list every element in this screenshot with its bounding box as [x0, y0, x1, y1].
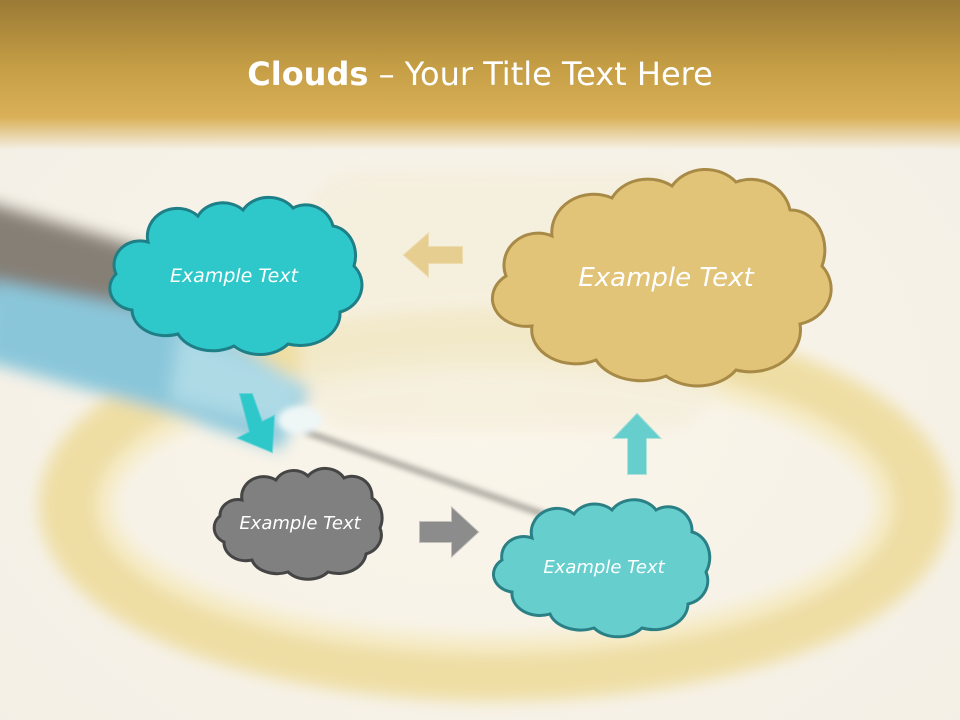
- cloud-bottom-right: Example Text: [492, 498, 712, 639]
- title-rest: – Your Title Text Here: [368, 55, 713, 93]
- cloud-top-left: Example Text: [108, 194, 364, 358]
- arrow-up-icon: [612, 412, 662, 476]
- cloud-bottom-left: Example Text: [212, 466, 384, 581]
- cloud-shape: [490, 167, 833, 388]
- arrow-left-icon: [402, 232, 464, 278]
- arrow-down-right-icon: [228, 390, 288, 454]
- title-bold: Clouds: [247, 55, 369, 93]
- cloud-shape: [212, 466, 384, 581]
- cloud-shape: [108, 195, 364, 357]
- cloud-label: Example Text: [169, 265, 299, 287]
- cloud-top-right: Example Text: [490, 166, 833, 390]
- slide-title: Clouds – Your Title Text Here: [0, 52, 960, 96]
- arrow-right-icon: [418, 506, 480, 558]
- cloud-label: Example Text: [543, 556, 665, 578]
- cloud-shape: [492, 498, 712, 639]
- cloud-label: Example Text: [239, 512, 361, 534]
- title-bar: [0, 0, 960, 150]
- cloud-label: Example Text: [578, 263, 754, 293]
